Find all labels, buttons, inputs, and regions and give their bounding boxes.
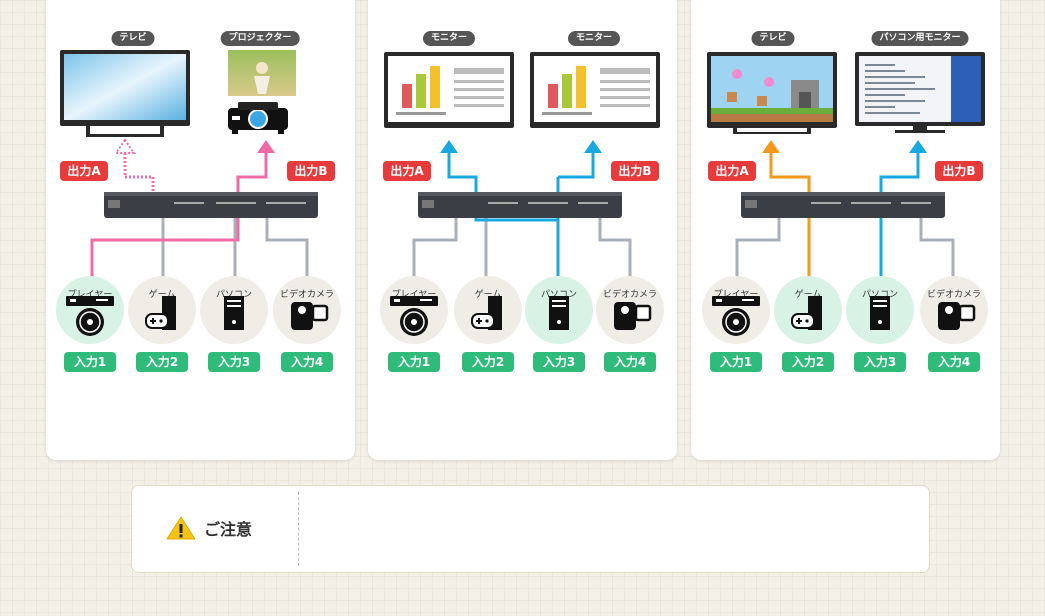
input-badge: 入力4 — [604, 352, 656, 372]
monitor-display — [384, 52, 514, 128]
input-badge: 入力3 — [854, 352, 906, 372]
input-device: パソコン — [200, 276, 268, 344]
device-label: プレイヤー — [391, 290, 437, 300]
input-badge: 入力2 — [462, 352, 514, 372]
device-label: パソコン — [215, 290, 252, 300]
diagram-card-1 — [46, 0, 355, 460]
input-device: パソコン — [525, 276, 593, 344]
notice-divider — [298, 492, 299, 566]
wiring-diagram — [735, 140, 955, 285]
tv-display — [60, 50, 190, 137]
diagram-card-2 — [368, 0, 677, 460]
device-label: パソコン — [861, 290, 898, 300]
input-device: ゲーム — [454, 276, 522, 344]
output-a-badge: 出力A — [60, 161, 108, 181]
output-b-badge: 出力B — [935, 161, 983, 181]
disc-player-icon — [66, 296, 114, 336]
game-console-icon — [145, 296, 176, 330]
input-device: ゲーム — [774, 276, 842, 344]
display-label: パソコン用モニター — [871, 31, 969, 46]
display-label: テレビ — [111, 31, 155, 46]
device-label: ゲーム — [148, 290, 176, 300]
projector-icon — [228, 50, 296, 134]
display-label: プロジェクター — [220, 31, 300, 46]
input-badge: 入力4 — [928, 352, 980, 372]
device-label: ビデオカメラ — [602, 290, 657, 300]
input-badge: 入力1 — [710, 352, 762, 372]
notice-box: ご注意 — [131, 485, 930, 573]
input-badge: 入力1 — [388, 352, 440, 372]
input-device: ビデオカメラ — [273, 276, 341, 344]
device-label: ビデオカメラ — [279, 290, 334, 300]
input-device: ビデオカメラ — [596, 276, 664, 344]
notice-title-text: ご注意 — [204, 520, 253, 539]
input-device: ゲーム — [128, 276, 196, 344]
video-camera-icon — [938, 302, 976, 330]
disc-player-icon — [712, 296, 760, 336]
display-label: テレビ — [751, 31, 795, 46]
device-label: ビデオカメラ — [926, 290, 981, 300]
output-b-badge: 出力B — [611, 161, 659, 181]
output-a-badge: 出力A — [708, 161, 756, 181]
device-label: ゲーム — [474, 290, 502, 300]
monitor-display — [530, 52, 660, 128]
game-console-icon — [791, 296, 822, 330]
input-device: プレイヤー — [380, 276, 448, 344]
input-badge: 入力3 — [208, 352, 260, 372]
input-badge: 入力1 — [64, 352, 116, 372]
input-device: パソコン — [846, 276, 914, 344]
wiring-diagram — [412, 140, 632, 285]
input-badge: 入力3 — [533, 352, 585, 372]
video-camera-icon — [291, 302, 329, 330]
device-label: プレイヤー — [67, 290, 113, 300]
device-label: パソコン — [540, 290, 577, 300]
wiring-diagram — [90, 138, 318, 285]
display-label: モニター — [567, 31, 621, 46]
input-badge: 入力2 — [136, 352, 188, 372]
input-device: プレイヤー — [702, 276, 770, 344]
diagram-card-3 — [691, 0, 1000, 460]
pc-tower-icon — [549, 296, 569, 330]
input-badge: 入力4 — [281, 352, 333, 372]
device-label: プレイヤー — [713, 290, 759, 300]
video-camera-icon — [614, 302, 652, 330]
input-device: プレイヤー — [56, 276, 124, 344]
tv-game-display — [707, 52, 837, 134]
pc-tower-icon — [870, 296, 890, 330]
game-console-icon — [471, 296, 502, 330]
disc-player-icon — [390, 296, 438, 336]
output-b-badge: 出力B — [287, 161, 335, 181]
pc-tower-icon — [224, 296, 244, 330]
device-label: ゲーム — [794, 290, 822, 300]
display-label: モニター — [422, 31, 476, 46]
notice-title: ご注意 — [166, 516, 252, 540]
input-device: ビデオカメラ — [920, 276, 988, 344]
pc-monitor-display — [855, 52, 985, 133]
output-a-badge: 出力A — [383, 161, 431, 181]
input-badge: 入力2 — [782, 352, 834, 372]
warning-icon — [166, 516, 196, 540]
